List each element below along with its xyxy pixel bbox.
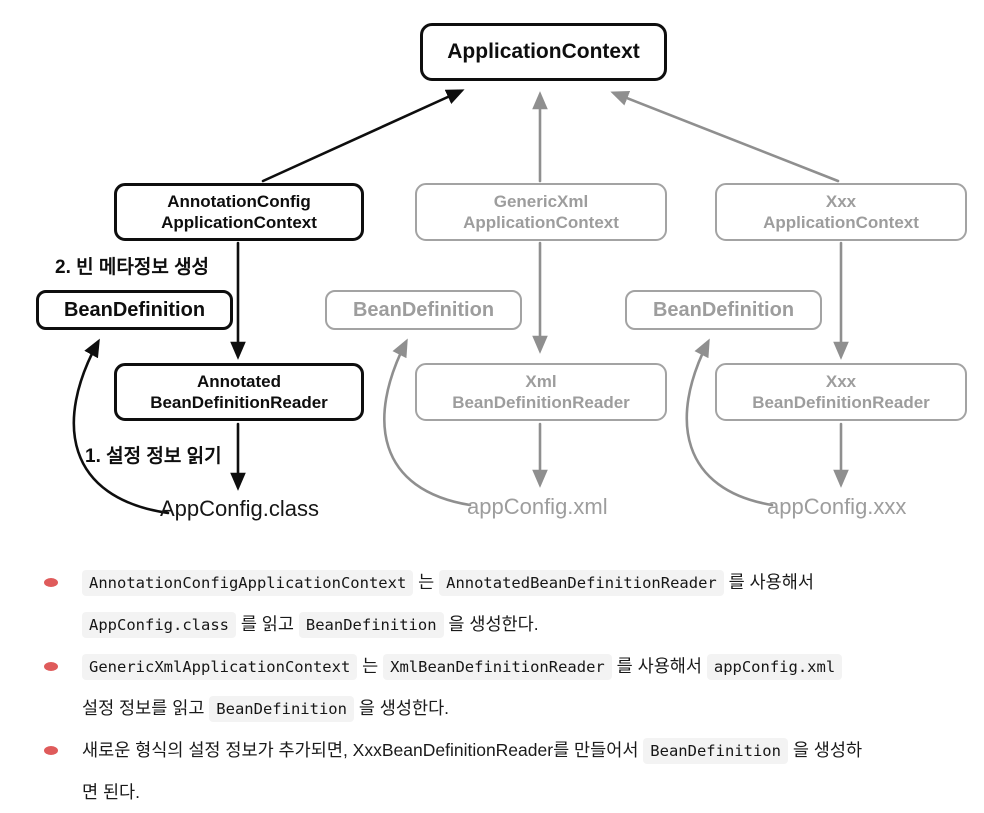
box-genericxml-applicationcontext: GenericXml ApplicationContext [415, 183, 667, 241]
box-label: BeanDefinition [652, 298, 795, 321]
box-label-line2: ApplicationContext [763, 213, 919, 232]
box-annotationconfig-applicationcontext: AnnotationConfig ApplicationContext [114, 183, 364, 241]
box-application-context: ApplicationContext [420, 23, 667, 81]
box-label-line1: AnnotationConfig [167, 192, 311, 211]
bullet-dot-icon [44, 578, 58, 587]
inline-code: BeanDefinition [643, 738, 788, 764]
inline-code: XmlBeanDefinitionReader [383, 654, 612, 680]
box-label-line2: ApplicationContext [463, 213, 619, 232]
bullet-dot-icon [44, 662, 58, 671]
box-label: BeanDefinition [352, 298, 495, 321]
box-beandefinition-black: BeanDefinition [36, 290, 233, 330]
label-appconfig-xxx: appConfig.xxx [767, 494, 907, 519]
annotation-step2: 2. 빈 메타정보 생성 [55, 257, 210, 278]
arrow-annotationconfig-to-root [261, 89, 465, 183]
box-xml-beandefinitionreader: Xml BeanDefinitionReader [415, 363, 667, 421]
box-xxx-beandefinitionreader: Xxx BeanDefinitionReader [715, 363, 967, 421]
notes-bullet-list: AnnotationConfigApplicationContext 는 Ann… [30, 562, 965, 813]
box-label-line2: BeanDefinitionReader [150, 393, 328, 412]
box-label-line1: Xxx [825, 372, 857, 391]
inline-code: BeanDefinition [209, 696, 354, 722]
box-label-line2: BeanDefinitionReader [452, 393, 630, 412]
inline-code: GenericXmlApplicationContext [82, 654, 358, 680]
box-annotated-beandefinitionreader: Annotated BeanDefinitionReader [114, 363, 364, 421]
annotation-step1: 1. 설정 정보 읽기 [85, 446, 222, 467]
inline-code: AppConfig.class [82, 612, 236, 638]
inline-code: appConfig.xml [706, 654, 843, 680]
bullet-dot-icon [44, 746, 58, 755]
bullet-item: GenericXmlApplicationContext 는 XmlBeanDe… [30, 646, 965, 730]
box-label-line2: BeanDefinitionReader [752, 393, 930, 412]
box-beandefinition-xxx: BeanDefinition [625, 290, 822, 330]
label-appconfig-class: AppConfig.class [160, 496, 319, 521]
label-appconfig-xml: appConfig.xml [467, 494, 608, 519]
bullet-item: AnnotationConfigApplicationContext 는 Ann… [30, 562, 965, 646]
box-label-line1: GenericXml [493, 192, 589, 211]
box-label-line2: ApplicationContext [161, 213, 317, 232]
inline-code: AnnotationConfigApplicationContext [82, 570, 414, 596]
bullet-item: 새로운 형식의 설정 정보가 추가되면, XxxBeanDefinitionRe… [30, 730, 965, 813]
bullet-text: AnnotationConfigApplicationContext 는 Ann… [82, 562, 965, 646]
inline-code: BeanDefinition [298, 612, 444, 638]
box-beandefinition-xml: BeanDefinition [325, 290, 522, 330]
bullet-text: GenericXmlApplicationContext 는 XmlBeanDe… [82, 646, 965, 730]
box-label-line1: Xml [525, 372, 557, 391]
spring-context-diagram: ApplicationContext AnnotationConfig Appl… [36, 23, 967, 521]
box-label-line1: Annotated [196, 372, 282, 391]
inline-code: AnnotatedBeanDefinitionReader [439, 570, 724, 596]
box-label: BeanDefinition [63, 298, 206, 321]
box-label: ApplicationContext [447, 40, 640, 63]
arrow-xxx-to-root [610, 90, 840, 183]
box-xxx-applicationcontext: Xxx ApplicationContext [715, 183, 967, 241]
bullet-text: 새로운 형식의 설정 정보가 추가되면, XxxBeanDefinitionRe… [82, 738, 863, 802]
diagram-arrows [72, 89, 849, 515]
box-label-line1: Xxx [825, 192, 857, 211]
